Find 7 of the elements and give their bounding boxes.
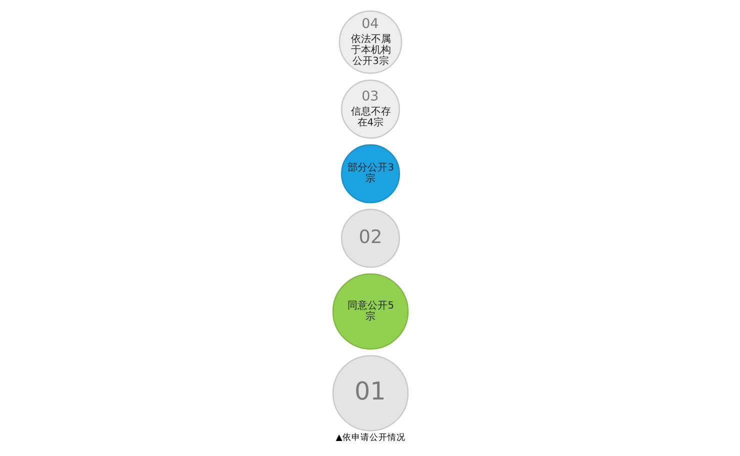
caption: ▲依申请公开情况	[335, 433, 405, 444]
node-circle: 01	[332, 355, 408, 432]
node-circle: 部分公开3宗	[340, 144, 400, 204]
node-circle: 03 信息不存在4宗	[340, 80, 400, 139]
node-circle: 02	[340, 208, 400, 268]
node-circle: 04 依法不属于本机构公开3宗	[338, 10, 402, 74]
node-circle: 同意公开5宗	[332, 273, 408, 350]
